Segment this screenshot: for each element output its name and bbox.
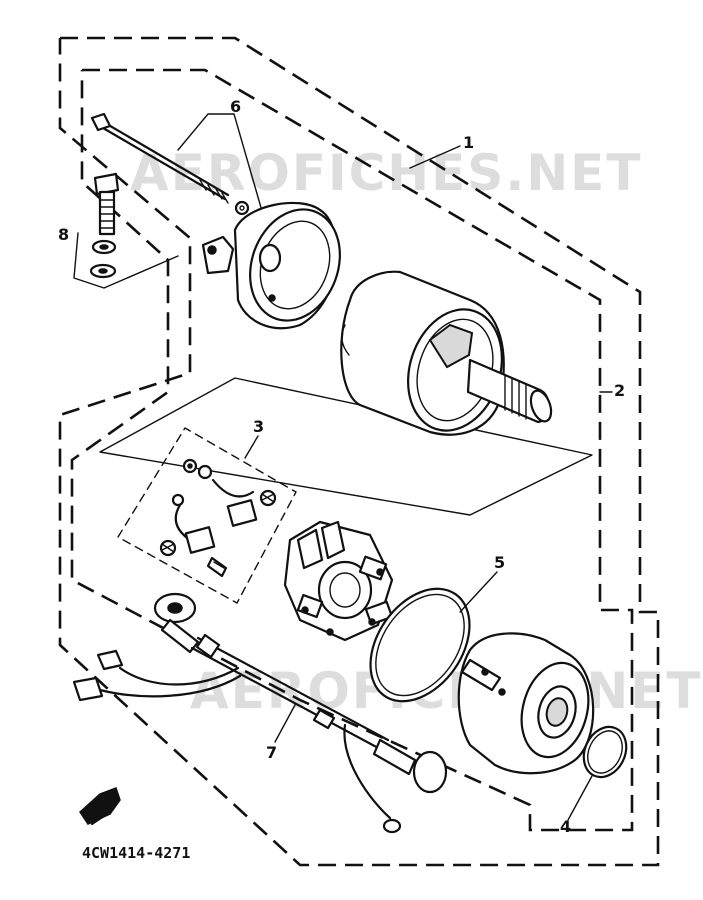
front-arrow-icon [79, 787, 121, 826]
o-ring [369, 587, 471, 703]
bolt-washer [234, 200, 250, 216]
small-o-ring [582, 725, 628, 779]
leader-3 [244, 435, 259, 459]
lead-wire-assembly [72, 592, 448, 834]
motor-yoke [340, 270, 553, 436]
leader-7 [274, 704, 296, 743]
through-bolt [90, 112, 230, 204]
leader-6 [177, 113, 265, 219]
leader-1 [409, 145, 461, 169]
drawing-code: 4CW1414-4271 [82, 844, 190, 862]
armature-region-outline [99, 377, 593, 516]
brush-set [159, 458, 277, 578]
callout-2: 2 [614, 381, 625, 400]
callout-8: 8 [58, 225, 69, 244]
leader-8 [73, 232, 179, 289]
callout-7: 7 [266, 743, 277, 762]
assembly-boundary-inner [70, 68, 634, 832]
rear-bracket-cover [201, 201, 341, 330]
callout-6: 6 [230, 97, 241, 116]
callout-3: 3 [253, 417, 264, 436]
assembly-boundary-outer [58, 36, 660, 867]
front-bracket [457, 632, 595, 775]
watermark-top: AEROFICHES.NET [130, 144, 642, 202]
leader-5 [459, 571, 498, 613]
brush-holder-plate [283, 520, 394, 642]
small-bolt [89, 172, 120, 279]
callout-4: 4 [560, 817, 571, 836]
callout-5: 5 [494, 553, 505, 572]
leader-4 [567, 775, 593, 821]
brush-set-group-outline [117, 427, 297, 604]
callout-1: 1 [463, 133, 474, 152]
